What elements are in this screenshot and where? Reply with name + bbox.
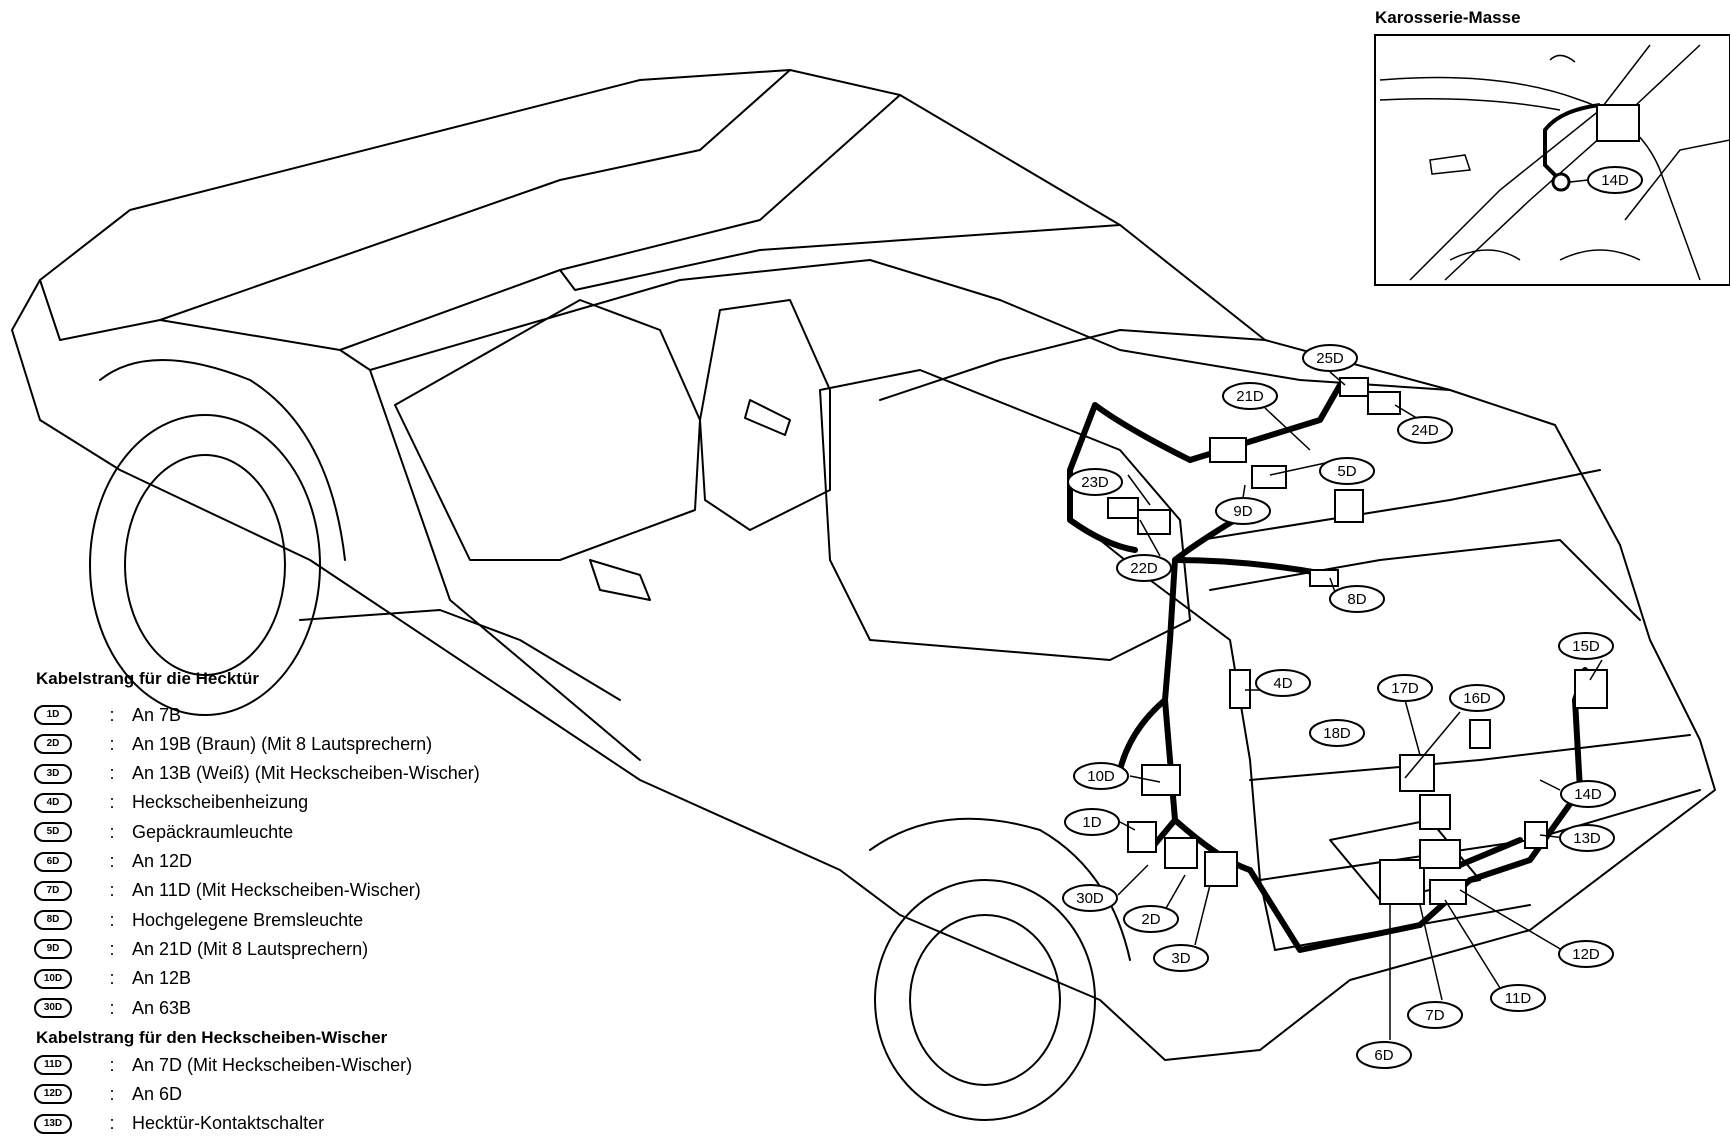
- callout-13d: 13D: [1559, 824, 1615, 852]
- callout-label: 6D: [1374, 1047, 1393, 1064]
- callout-15d: 15D: [1558, 632, 1614, 660]
- leader-line: [1242, 484, 1246, 499]
- callout-label: 22D: [1130, 560, 1158, 577]
- callout-18d: 18D: [1309, 719, 1365, 747]
- callout-label: 7D: [1425, 1007, 1444, 1024]
- leader-line: [1539, 779, 1561, 791]
- callout-23d: 23D: [1067, 468, 1123, 496]
- leader-line: [1264, 407, 1311, 451]
- callout-25d: 25D: [1302, 344, 1358, 372]
- callout-30d: 30D: [1062, 884, 1118, 912]
- callout-11d: 11D: [1490, 984, 1546, 1012]
- callout-leaders: [1117, 371, 1603, 1040]
- leader-line: [1127, 474, 1151, 506]
- inset-box: [1374, 34, 1730, 286]
- callout-label: 4D: [1273, 675, 1292, 692]
- leader-line: [1119, 821, 1136, 831]
- inset-callout: 14D: [1569, 166, 1643, 194]
- callout-7d: 7D: [1407, 1001, 1463, 1029]
- callout-label: 11D: [1505, 990, 1532, 1007]
- callout-label: 25D: [1316, 350, 1344, 367]
- callout-14d: 14D: [1560, 780, 1616, 808]
- inset-callout-label: 14D: [1601, 172, 1629, 189]
- callout-label: 10D: [1087, 768, 1115, 785]
- callout-label: 24D: [1411, 422, 1439, 439]
- leader-line: [1419, 904, 1443, 1001]
- callout-label: 8D: [1347, 591, 1366, 608]
- callout-label: 15D: [1572, 638, 1600, 655]
- callout-9d: 9D: [1215, 497, 1271, 525]
- leader-line: [1459, 889, 1563, 951]
- inset-title: Karosserie-Masse: [1375, 8, 1521, 27]
- connectors: [1107, 377, 1608, 905]
- callout-label: 16D: [1463, 690, 1491, 707]
- callout-6d: 6D: [1356, 1041, 1412, 1069]
- callout-label: 1D: [1082, 814, 1101, 831]
- leader-line: [1589, 659, 1603, 681]
- leader-line: [1129, 775, 1161, 783]
- leader-line: [1444, 899, 1501, 989]
- leader-line: [1139, 519, 1161, 557]
- callout-2d: 2D: [1123, 905, 1179, 933]
- callout-label: 13D: [1573, 830, 1601, 847]
- callout-1d: 1D: [1064, 808, 1120, 836]
- callout-5d: 5D: [1319, 457, 1375, 485]
- callout-label: 9D: [1233, 503, 1252, 520]
- callout-10d: 10D: [1073, 762, 1129, 790]
- callout-22d: 22D: [1116, 554, 1172, 582]
- callout-label: 23D: [1081, 474, 1109, 491]
- callout-12d: 12D: [1558, 940, 1614, 968]
- callout-24d: 24D: [1397, 416, 1453, 444]
- leader-line: [1117, 864, 1149, 896]
- leader-line: [1404, 711, 1461, 779]
- leader-line: [1269, 461, 1331, 476]
- leader-line: [1329, 577, 1336, 593]
- leader-line: [1164, 874, 1186, 911]
- callout-16d: 16D: [1449, 684, 1505, 712]
- callout-17d: 17D: [1377, 674, 1433, 702]
- callout-label: 2D: [1141, 911, 1160, 928]
- leader-line: [1404, 699, 1421, 756]
- callout-label: 30D: [1076, 890, 1104, 907]
- leader-line: [1194, 884, 1211, 946]
- callout-3d: 3D: [1153, 944, 1209, 972]
- callout-4d: 4D: [1255, 669, 1311, 697]
- callout-label: 12D: [1572, 946, 1600, 963]
- callout-21d: 21D: [1222, 382, 1278, 410]
- callout-label: 17D: [1391, 680, 1419, 697]
- callout-label: 14D: [1574, 786, 1602, 803]
- callout-label: 21D: [1236, 388, 1264, 405]
- callout-label: 3D: [1171, 950, 1190, 967]
- callout-label: 5D: [1337, 463, 1356, 480]
- callout-label: 18D: [1323, 725, 1351, 742]
- leader-line: [1329, 371, 1346, 386]
- callout-8d: 8D: [1329, 585, 1385, 613]
